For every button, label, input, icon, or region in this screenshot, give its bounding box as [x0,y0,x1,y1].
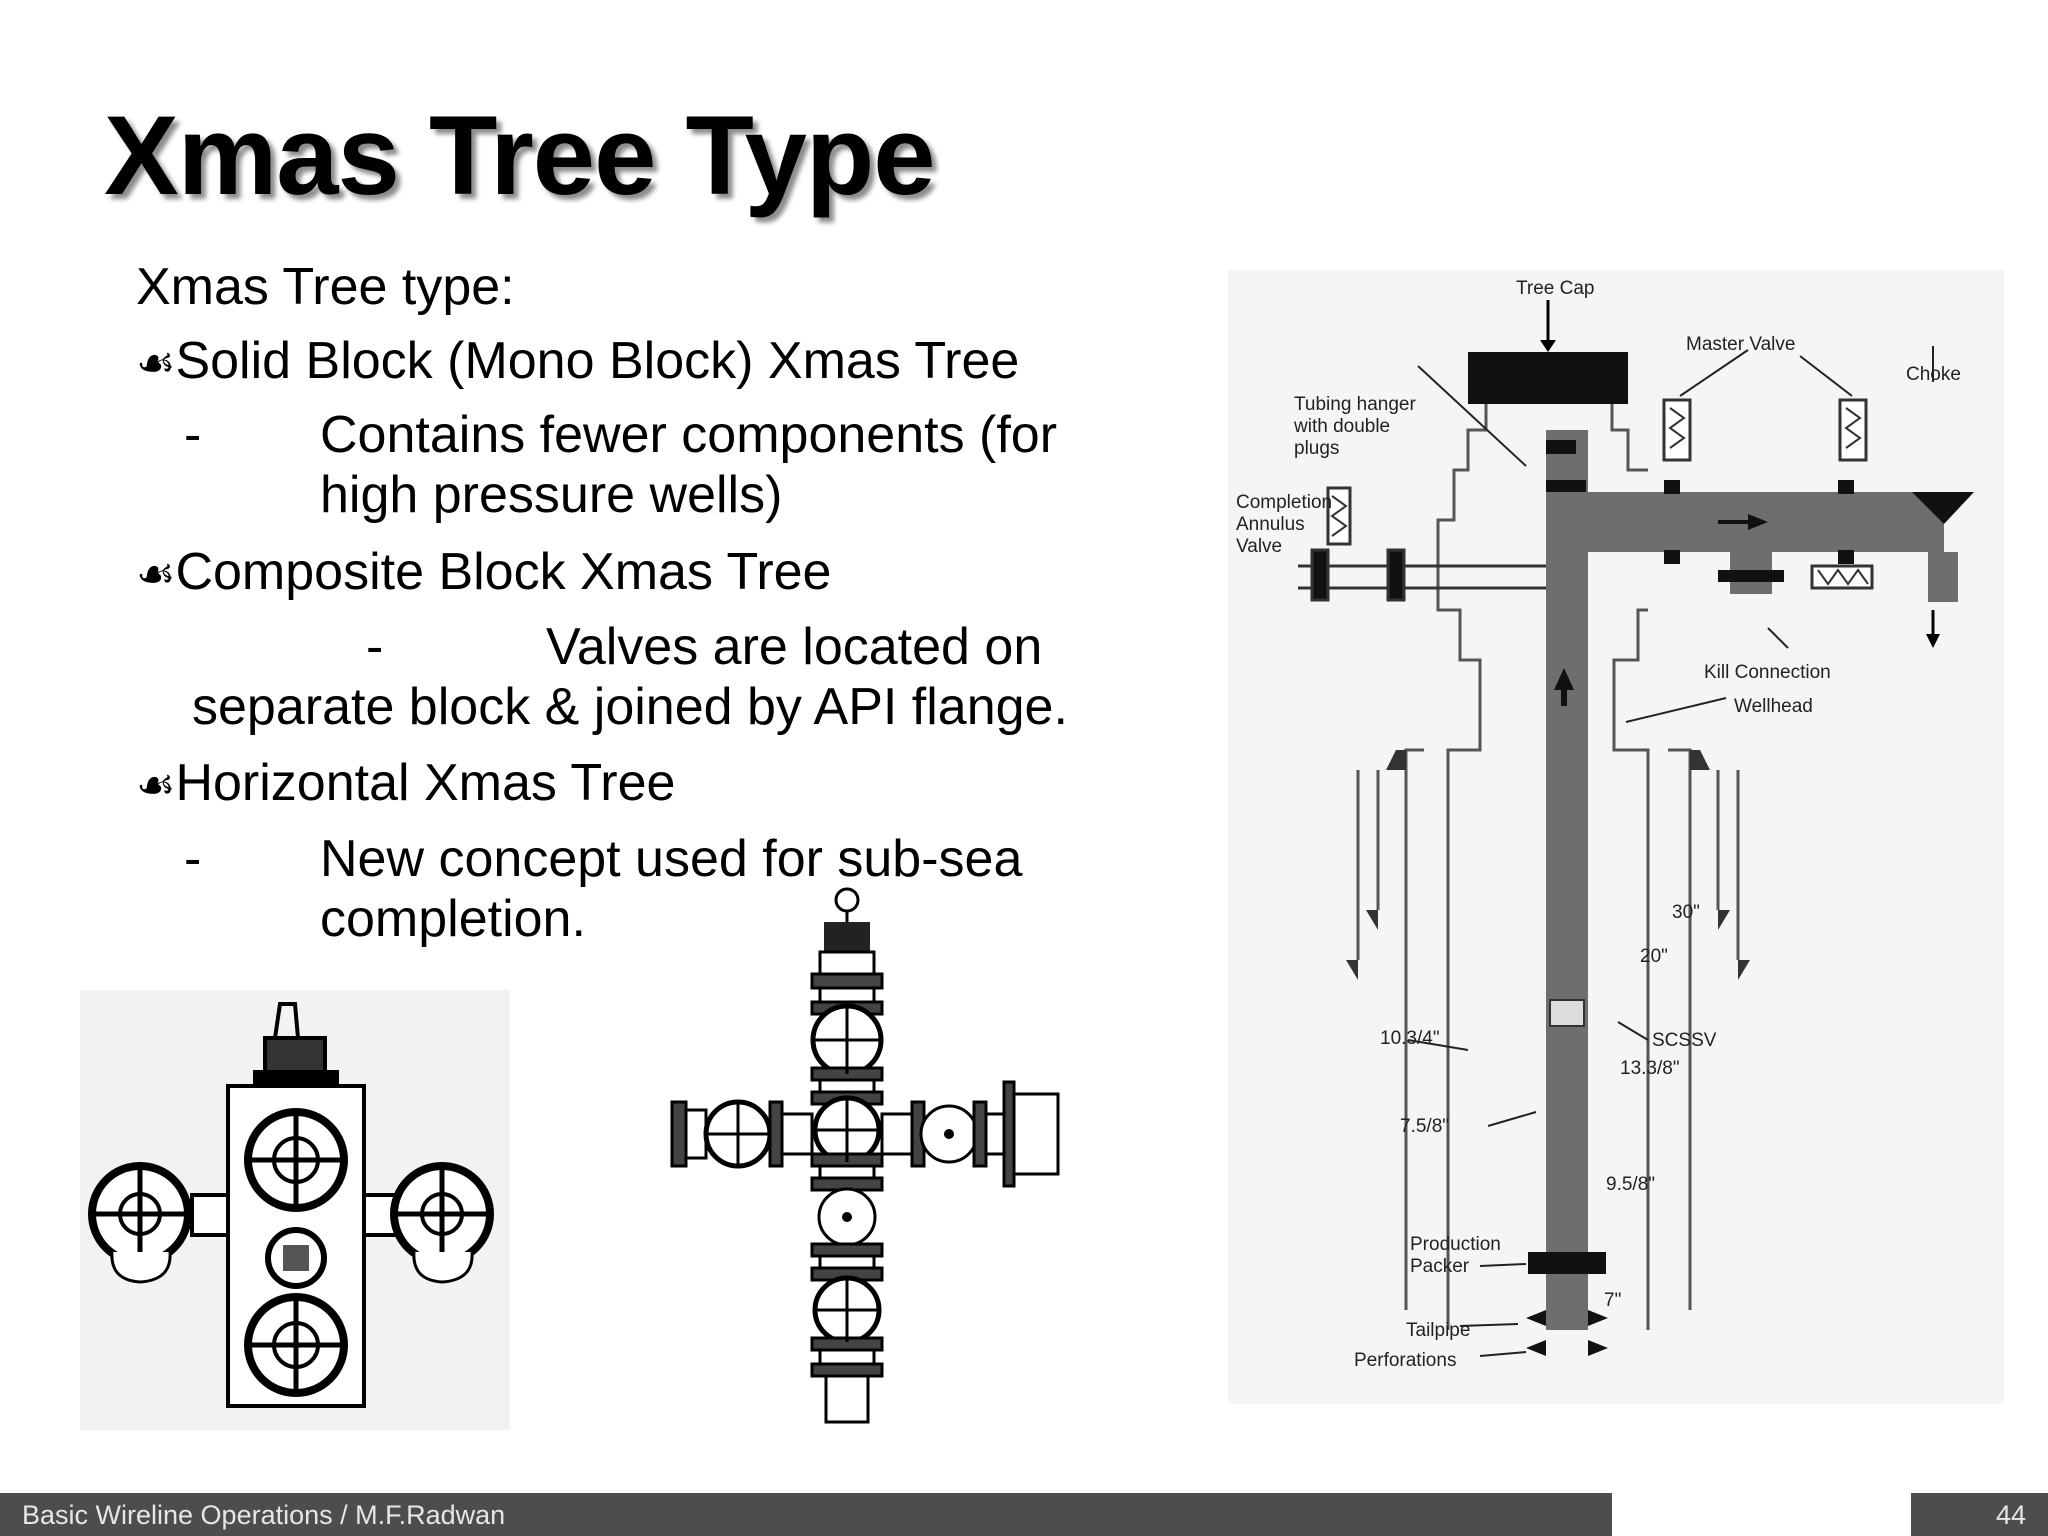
scroll-bullet-icon: ☙ [136,339,176,388]
label-size-20: 20" [1640,946,1668,967]
bullet-label: Solid Block (Mono Block) Xmas Tree [175,332,1020,390]
scroll-bullet-icon: ☙ [136,550,176,599]
label-master-valve: Master Valve [1686,334,1795,355]
label-completion-annulus-valve: Valve [1236,536,1282,557]
label-size-10-3-4: 10.3/4" [1380,1028,1440,1049]
label-size-13-3-8: 13.3/8" [1620,1058,1680,1079]
intro-text: Xmas Tree type: [136,258,515,316]
label-size-7: 7" [1604,1290,1621,1311]
sub-item-line: Valves are located on [546,618,1043,676]
scroll-bullet-icon: ☙ [136,761,176,810]
label-tubing-hanger: plugs [1294,438,1339,459]
label-tailpipe: Tailpipe [1406,1320,1470,1341]
sub-item-line: New concept used for sub-sea [320,830,1023,888]
footer-text: Basic Wireline Operations / M.F.Radwan [22,1500,506,1530]
bullet-item-solid-block: ☙Solid Block (Mono Block) Xmas Tree [136,332,1019,392]
bullet-item-horizontal: ☙Horizontal Xmas Tree [136,754,675,814]
sub-item-line: Contains fewer components (for [320,406,1058,464]
label-choke: Choke [1906,364,1961,385]
label-completion-annulus-valve: Completion [1236,492,1332,513]
label-size-9-5-8: 9.5/8" [1606,1174,1655,1195]
page-number-box [1911,1493,2048,1536]
sub-item-line: high pressure wells) [320,466,783,524]
label-scssv: SCSSV [1652,1030,1717,1051]
well-completion-schematic: Tree Cap Master Valve Choke Tubing hange… [1228,270,2004,1404]
footer-bar [0,1493,1612,1536]
slide-title: Xmas Tree Type [104,93,936,218]
label-production-packer: Production [1410,1234,1501,1255]
label-wellhead: Wellhead [1734,696,1813,717]
sub-item-line: completion. [320,890,586,948]
bullet-label: Composite Block Xmas Tree [175,543,832,601]
sub-item-dash: - [184,406,202,464]
label-tubing-hanger: Tubing hanger [1294,394,1417,415]
page-number: 44 [1995,1500,2026,1530]
mono-block-xmas-tree-drawing [80,990,510,1430]
label-tubing-hanger: with double [1293,416,1390,437]
label-size-7-5-8: 7.5/8" [1400,1116,1449,1137]
sub-item-dash: - [366,618,384,676]
bullet-label: Horizontal Xmas Tree [175,754,676,812]
composite-xmas-tree-drawing [670,887,1060,1424]
label-tree-cap: Tree Cap [1516,278,1595,299]
label-kill-connection: Kill Connection [1704,662,1831,683]
label-size-30: 30" [1672,902,1700,923]
label-perforations: Perforations [1354,1350,1456,1371]
label-production-packer: Packer [1410,1256,1470,1277]
sub-item-line: separate block & joined by API flange. [192,678,1068,736]
sub-item-dash: - [184,830,202,888]
bullet-item-composite-block: ☙Composite Block Xmas Tree [136,543,831,603]
label-completion-annulus-valve: Annulus [1236,514,1305,535]
